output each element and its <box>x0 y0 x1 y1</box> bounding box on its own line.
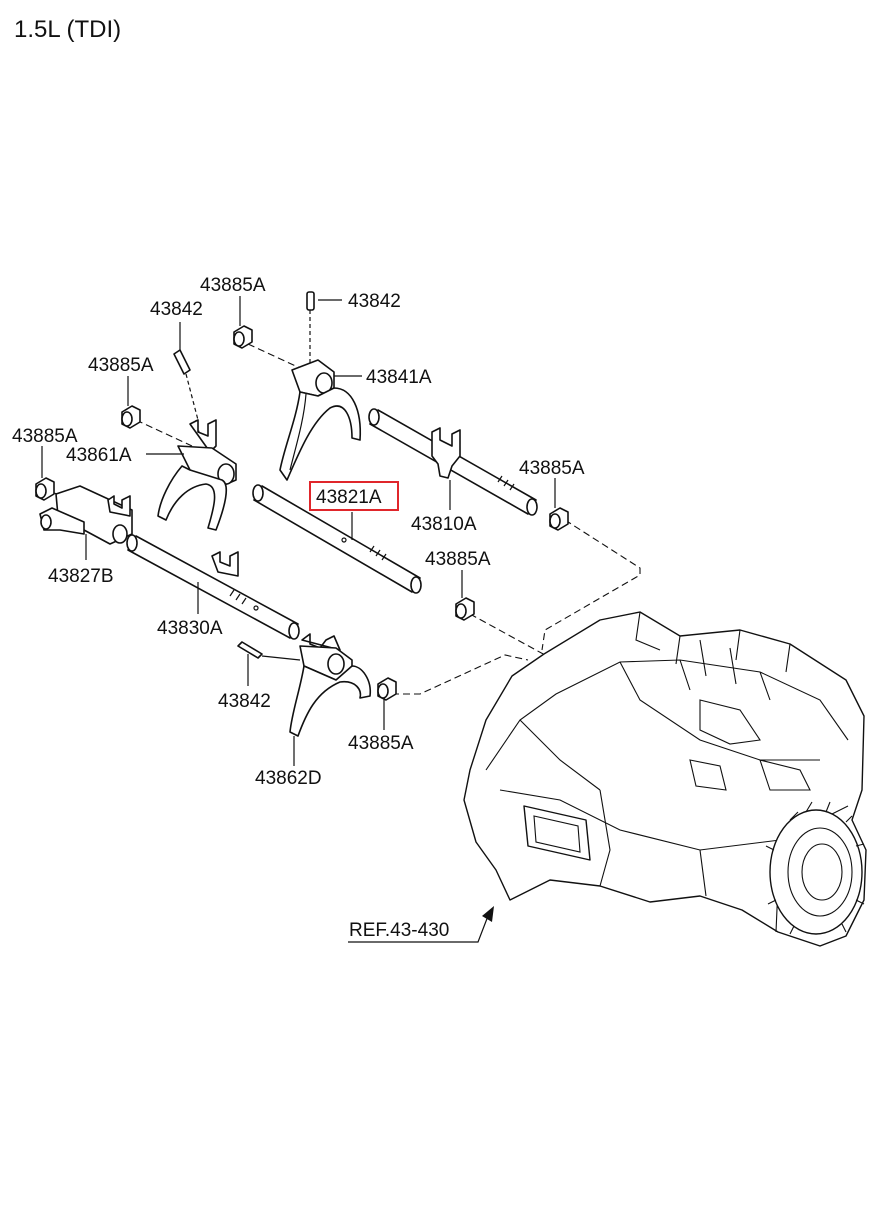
label-43885a-top[interactable]: 43885A <box>200 275 266 296</box>
label-43861a[interactable]: 43861A <box>66 445 132 466</box>
highlight-box-43821a <box>309 481 399 511</box>
label-43885a-bottom[interactable]: 43885A <box>348 733 414 754</box>
shift-lug-43827b[interactable] <box>39 485 133 545</box>
label-43885a-left[interactable]: 43885A <box>88 355 154 376</box>
pin-43842-bottom[interactable] <box>237 641 301 661</box>
label-43842-bottom[interactable]: 43842 <box>218 691 271 712</box>
label-43821a[interactable]: 43821A <box>316 487 382 508</box>
bushing-43885a-bottom[interactable] <box>377 677 397 701</box>
page-title: 1.5L (TDI) <box>14 16 122 43</box>
shift-rod-43830a[interactable] <box>126 534 300 640</box>
transmission-housing[interactable] <box>463 611 867 947</box>
label-43885a-right[interactable]: 43885A <box>519 458 585 479</box>
bushing-43885a-top[interactable] <box>233 325 253 349</box>
bushing-43885a-far[interactable] <box>35 477 55 501</box>
label-43842-top[interactable]: 43842 <box>348 291 401 312</box>
part-labels: 43885A 43842 43842 43841A 43885A 43885A … <box>12 275 585 941</box>
label-43841a[interactable]: 43841A <box>366 367 432 388</box>
label-43842-left[interactable]: 43842 <box>150 299 203 320</box>
label-43885a-mid[interactable]: 43885A <box>425 549 491 570</box>
shift-rod-43810a[interactable] <box>368 408 538 516</box>
shift-fork-43841a[interactable] <box>279 359 362 481</box>
label-43810a[interactable]: 43810A <box>411 514 477 535</box>
leader-lines <box>41 296 556 943</box>
shift-fork-43861a[interactable] <box>157 419 237 531</box>
label-43830a[interactable]: 43830A <box>157 618 223 639</box>
bushing-43885a-left[interactable] <box>121 405 141 429</box>
label-43827b[interactable]: 43827B <box>48 566 114 587</box>
bushing-43885a-mid[interactable] <box>455 597 475 621</box>
label-43885a-far[interactable]: 43885A <box>12 426 78 447</box>
shift-rod-43821a[interactable] <box>252 484 422 594</box>
pin-43842-top[interactable] <box>306 291 315 366</box>
ref-arrow-icon <box>482 906 494 922</box>
shift-fork-43862d[interactable] <box>289 633 372 737</box>
leader-ref <box>348 915 489 943</box>
label-43862d[interactable]: 43862D <box>255 768 322 789</box>
bushing-43885a-right[interactable] <box>549 507 569 531</box>
pin-43842-left[interactable] <box>173 349 199 421</box>
label-ref[interactable]: REF.43-430 <box>349 920 449 941</box>
